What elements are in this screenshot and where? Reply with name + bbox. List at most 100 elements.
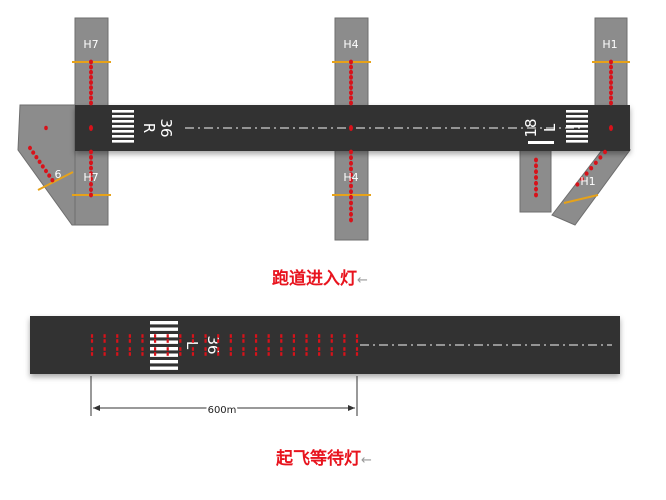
hold-light [229, 334, 232, 338]
runway-l-letter: L [541, 123, 559, 132]
taxiway-label-h7-south: H7 [83, 171, 98, 184]
caption-entry-lights: 跑道进入灯← [272, 268, 368, 289]
hold-light [305, 352, 308, 356]
taxiway-label-h4-north: H4 [343, 38, 358, 51]
dimension-600m [90, 376, 358, 416]
hold-light [191, 334, 195, 338]
hold-light [141, 339, 144, 343]
entry-light-h1-north [609, 69, 613, 75]
entry-light-h4-north [349, 80, 353, 85]
entry-light-angled-left [50, 178, 55, 183]
hold-light [128, 347, 131, 351]
entry-light-h1-south-short [534, 192, 538, 198]
entry-light-h4-south [349, 200, 353, 206]
entry-light-h1-south-short [534, 186, 538, 192]
entry-light-h7-north [89, 95, 93, 101]
entry-light-h7-north [89, 90, 93, 96]
entry-light-angled-right [575, 182, 580, 187]
entry-light-h1-north [609, 85, 613, 91]
entry-light-h4-south [349, 194, 353, 200]
hold-light [166, 352, 169, 356]
hold-light [355, 347, 359, 351]
hold-light [318, 334, 321, 338]
entry-light-angled-right [589, 166, 594, 171]
hold-light [292, 339, 296, 343]
hold-light [153, 334, 157, 338]
threshold-left [112, 110, 134, 143]
entry-light-h1-south-short [534, 175, 538, 180]
hold-light [153, 347, 157, 351]
hold-light [103, 347, 106, 351]
hold-light [116, 352, 119, 356]
entry-light-angled-left [40, 164, 45, 169]
entry-light-h4-north [349, 64, 353, 70]
entry-light-angled-right [598, 155, 603, 160]
hold-light [179, 347, 182, 351]
entry-light-h7-south [89, 192, 93, 198]
hold-light [128, 334, 131, 338]
hold-light [343, 352, 346, 356]
entry-light-angled-left [34, 155, 39, 160]
bottom-runway-number: 36 [204, 335, 222, 354]
hold-light [229, 339, 232, 343]
hold-light [242, 352, 245, 356]
entry-light-h1-north [609, 80, 613, 85]
entry-light-h4-south [349, 183, 353, 189]
hold-light [217, 352, 220, 356]
entry-light-h1-north [609, 59, 613, 65]
hold-light [267, 352, 270, 356]
hold-light [343, 347, 346, 351]
entry-light-angled-right [580, 176, 584, 182]
entry-light-h7-south [89, 154, 93, 160]
entry-light-h7-south [89, 149, 93, 155]
entry-light-h4-north [349, 69, 353, 75]
threshold-right [566, 110, 588, 143]
hold-light [191, 347, 195, 351]
runway-36-number: 36 [157, 118, 175, 137]
dimension-label: 600m [208, 405, 237, 416]
bottom-threshold [150, 321, 178, 370]
hold-light [116, 339, 119, 343]
entry-light-h7-north [89, 80, 93, 85]
hold-light [116, 334, 119, 338]
bottom-diagram: 36 L 600m [30, 316, 620, 418]
hold-light [179, 334, 182, 338]
entry-light-h4-south [349, 172, 353, 178]
hold-light [103, 352, 106, 356]
marking-bar-right [528, 141, 554, 144]
hold-light [242, 334, 245, 338]
hold-light [254, 347, 258, 351]
hold-light [355, 339, 359, 343]
hold-light [292, 352, 296, 356]
hold-light [254, 339, 258, 343]
entry-light-h7-south [89, 165, 93, 171]
entry-light-h4-south [349, 166, 353, 172]
taxiway-label-h7-north: H7 [83, 38, 98, 51]
entry-light-h4-south [349, 177, 353, 183]
hold-light [254, 334, 258, 338]
entry-light-h7-south [89, 171, 93, 176]
hold-light [103, 334, 106, 338]
hold-light [116, 347, 119, 351]
hold-light [166, 339, 169, 343]
hold-light [318, 347, 321, 351]
hold-light [330, 334, 333, 338]
hold-light [141, 347, 144, 351]
entry-light-h4-south [349, 217, 353, 223]
entry-light-h1-south-short [534, 163, 538, 169]
hold-light [330, 352, 333, 356]
hold-light [217, 347, 220, 351]
taxiway-label-h1-north: H1 [602, 38, 617, 51]
entry-light-h1-north [609, 64, 613, 70]
hold-light [217, 339, 220, 343]
entry-light-h4-south [349, 160, 353, 166]
entry-light-h7-south [89, 181, 93, 187]
hold-light [343, 334, 346, 338]
entry-light-h4-south [349, 155, 353, 161]
taxiway-label-partial-left: 6 [55, 168, 62, 181]
hold-light [229, 347, 232, 351]
hold-light [292, 347, 296, 351]
entry-light-h4-south [349, 189, 353, 195]
hold-light [318, 339, 321, 343]
